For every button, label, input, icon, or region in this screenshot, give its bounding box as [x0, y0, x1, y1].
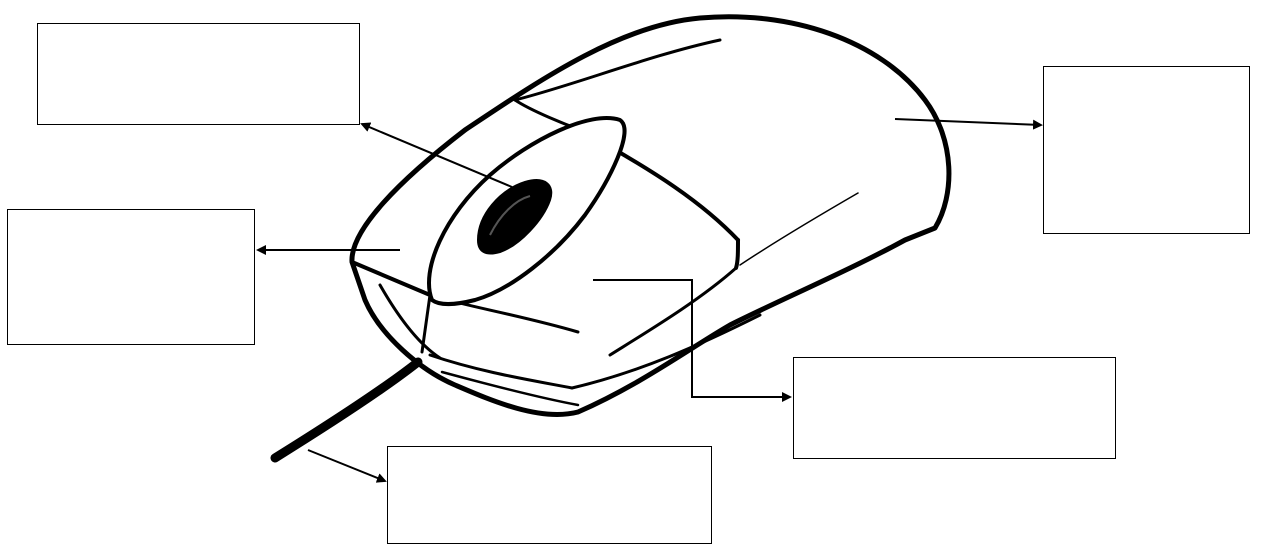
label-box-body[interactable]	[1043, 66, 1250, 234]
arrow-to-cable-box	[307, 449, 387, 483]
label-box-right-button[interactable]	[793, 357, 1116, 459]
scroll-wheel	[427, 116, 627, 307]
arrow-to-scroll-wheel-box	[360, 122, 513, 188]
mouse-body	[349, 14, 952, 418]
arrow-to-body-box	[894, 118, 1043, 130]
leader-lines	[256, 118, 1043, 483]
label-box-cable[interactable]	[387, 446, 712, 544]
label-box-left-button[interactable]	[7, 209, 255, 345]
label-box-scroll-wheel[interactable]	[37, 23, 360, 125]
arrow-to-right-button-box	[593, 279, 792, 402]
mouse-cable	[270, 357, 423, 463]
